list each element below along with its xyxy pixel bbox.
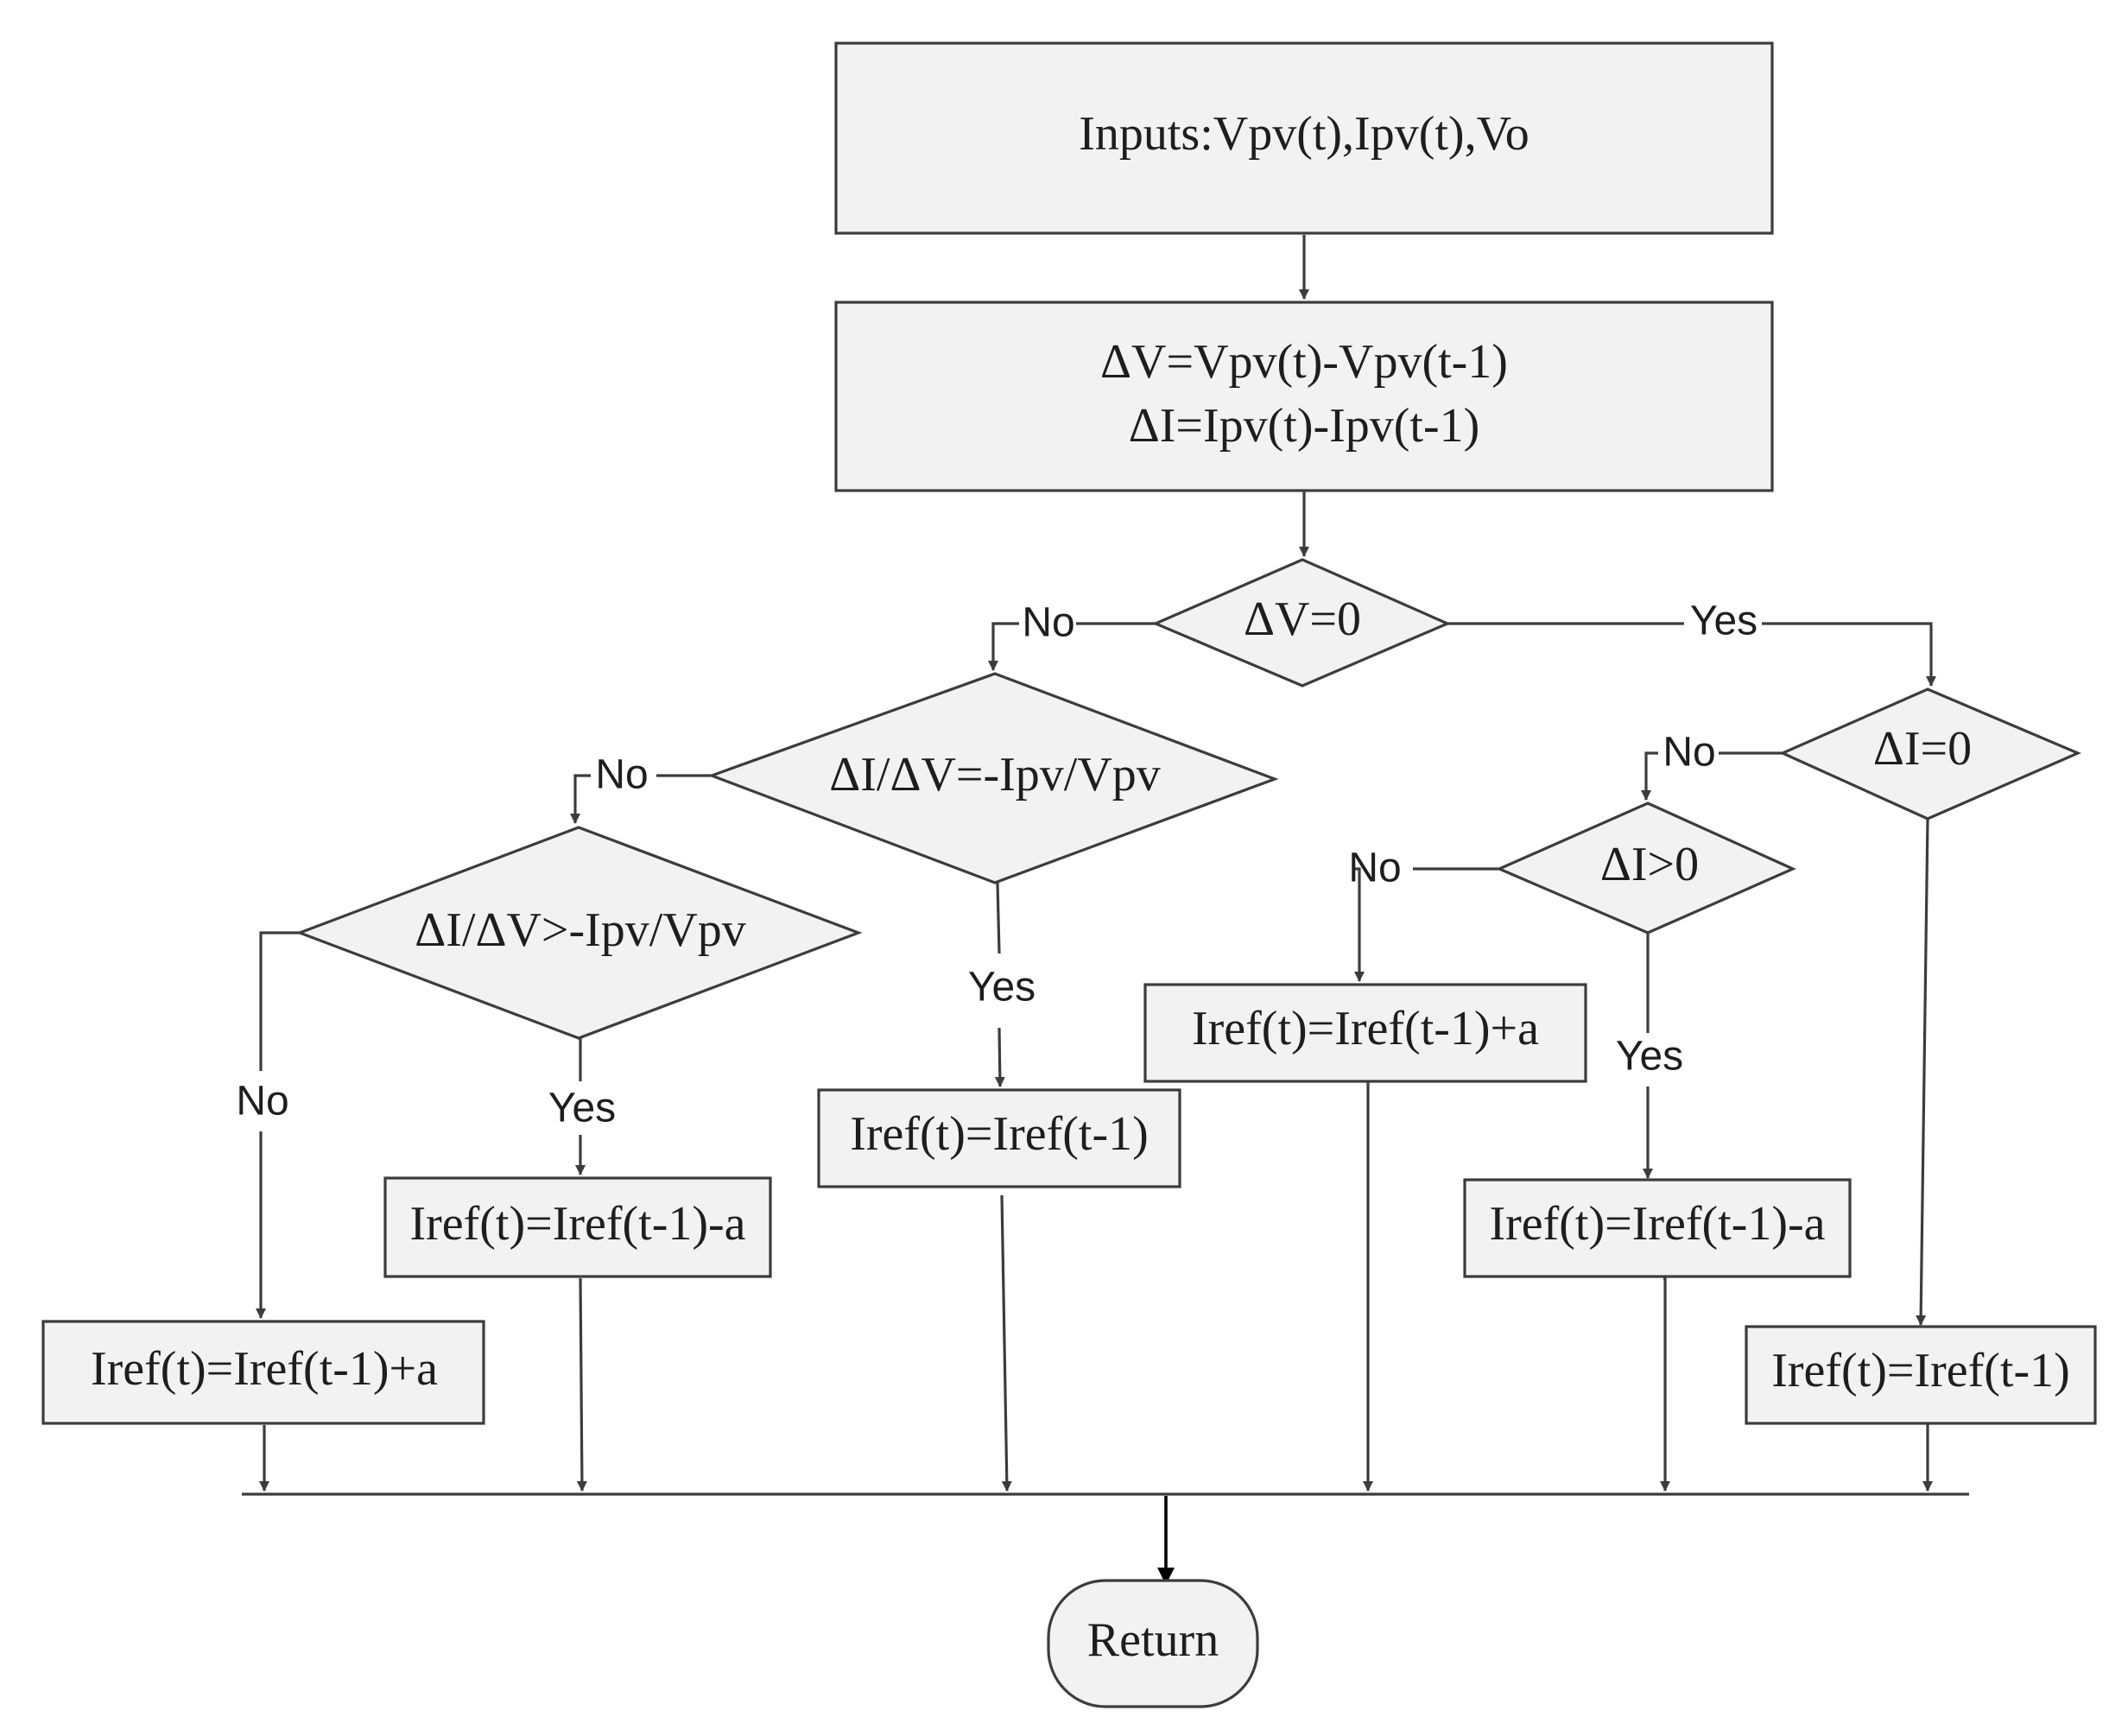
iref-hold-left-box: Iref(t)=Iref(t-1) <box>817 1088 1181 1188</box>
di-dv-greater-text: ΔI/ΔV>-Ipv/Vpv <box>415 903 746 957</box>
delta-calc-box: ΔV=Vpv(t)-Vpv(t-1) ΔI=Ipv(t)-Ipv(t-1) <box>834 301 1774 492</box>
yes-label-di-dv-equal: Yes <box>968 965 1036 1011</box>
delta-v-calc-text: ΔV=Vpv(t)-Vpv(t-1) <box>1100 335 1508 389</box>
iref-plus-left-text: Iref(t)=Iref(t-1)+a <box>91 1342 438 1396</box>
return-terminator: Return <box>1047 1579 1259 1708</box>
iref-plus-left-box: Iref(t)=Iref(t-1)+a <box>41 1320 485 1425</box>
dv-zero-text: ΔV=0 <box>1244 592 1361 646</box>
return-text: Return <box>1087 1613 1219 1667</box>
iref-hold-right-box: Iref(t)=Iref(t-1) <box>1745 1325 2097 1425</box>
yes-label-di-positive: Yes <box>1616 1034 1683 1080</box>
yes-label-di-dv-greater: Yes <box>548 1086 616 1131</box>
no-label-di-positive: No <box>1348 846 1401 891</box>
iref-plus-right-box: Iref(t)=Iref(t-1)+a <box>1143 983 1587 1083</box>
dv-zero-decision: ΔV=0 <box>1151 558 1452 687</box>
inputs-box: Inputs:Vpv(t),Ipv(t),Vo <box>834 41 1774 235</box>
di-dv-equal-text: ΔI/ΔV=-Ipv/Vpv <box>829 748 1161 801</box>
no-label-di-dv-equal: No <box>595 752 648 798</box>
no-label-di-dv-greater: No <box>236 1079 288 1125</box>
connectors <box>242 235 1969 1585</box>
iref-hold-right-text: Iref(t)=Iref(t-1) <box>1771 1344 2070 1397</box>
iref-plus-right-text: Iref(t)=Iref(t-1)+a <box>1192 1002 1539 1055</box>
yes-label-dv-zero: Yes <box>1690 599 1758 644</box>
di-dv-equal-decision: ΔI/ΔV=-Ipv/Vpv <box>707 672 1279 884</box>
iref-minus-left-box: Iref(t)=Iref(t-1)-a <box>383 1176 772 1278</box>
no-label-dv-zero: No <box>1022 600 1074 646</box>
di-positive-decision: ΔI>0 <box>1495 801 1796 935</box>
inputs-text: Inputs:Vpv(t),Ipv(t),Vo <box>1079 107 1530 161</box>
di-zero-decision: ΔI=0 <box>1779 687 2082 820</box>
delta-i-calc-text: ΔI=Ipv(t)-Ipv(t-1) <box>1129 399 1480 453</box>
di-positive-text: ΔI>0 <box>1600 838 1699 891</box>
di-zero-text: ΔI=0 <box>1873 722 1972 776</box>
iref-hold-left-text: Iref(t)=Iref(t-1) <box>850 1107 1149 1161</box>
iref-minus-right-text: Iref(t)=Iref(t-1)-a <box>1489 1197 1825 1251</box>
iref-minus-right-box: Iref(t)=Iref(t-1)-a <box>1463 1178 1852 1278</box>
no-label-di-zero: No <box>1662 730 1715 776</box>
di-dv-greater-decision: ΔI/ΔV>-Ipv/Vpv <box>295 826 863 1040</box>
iref-minus-left-text: Iref(t)=Iref(t-1)-a <box>409 1197 745 1251</box>
